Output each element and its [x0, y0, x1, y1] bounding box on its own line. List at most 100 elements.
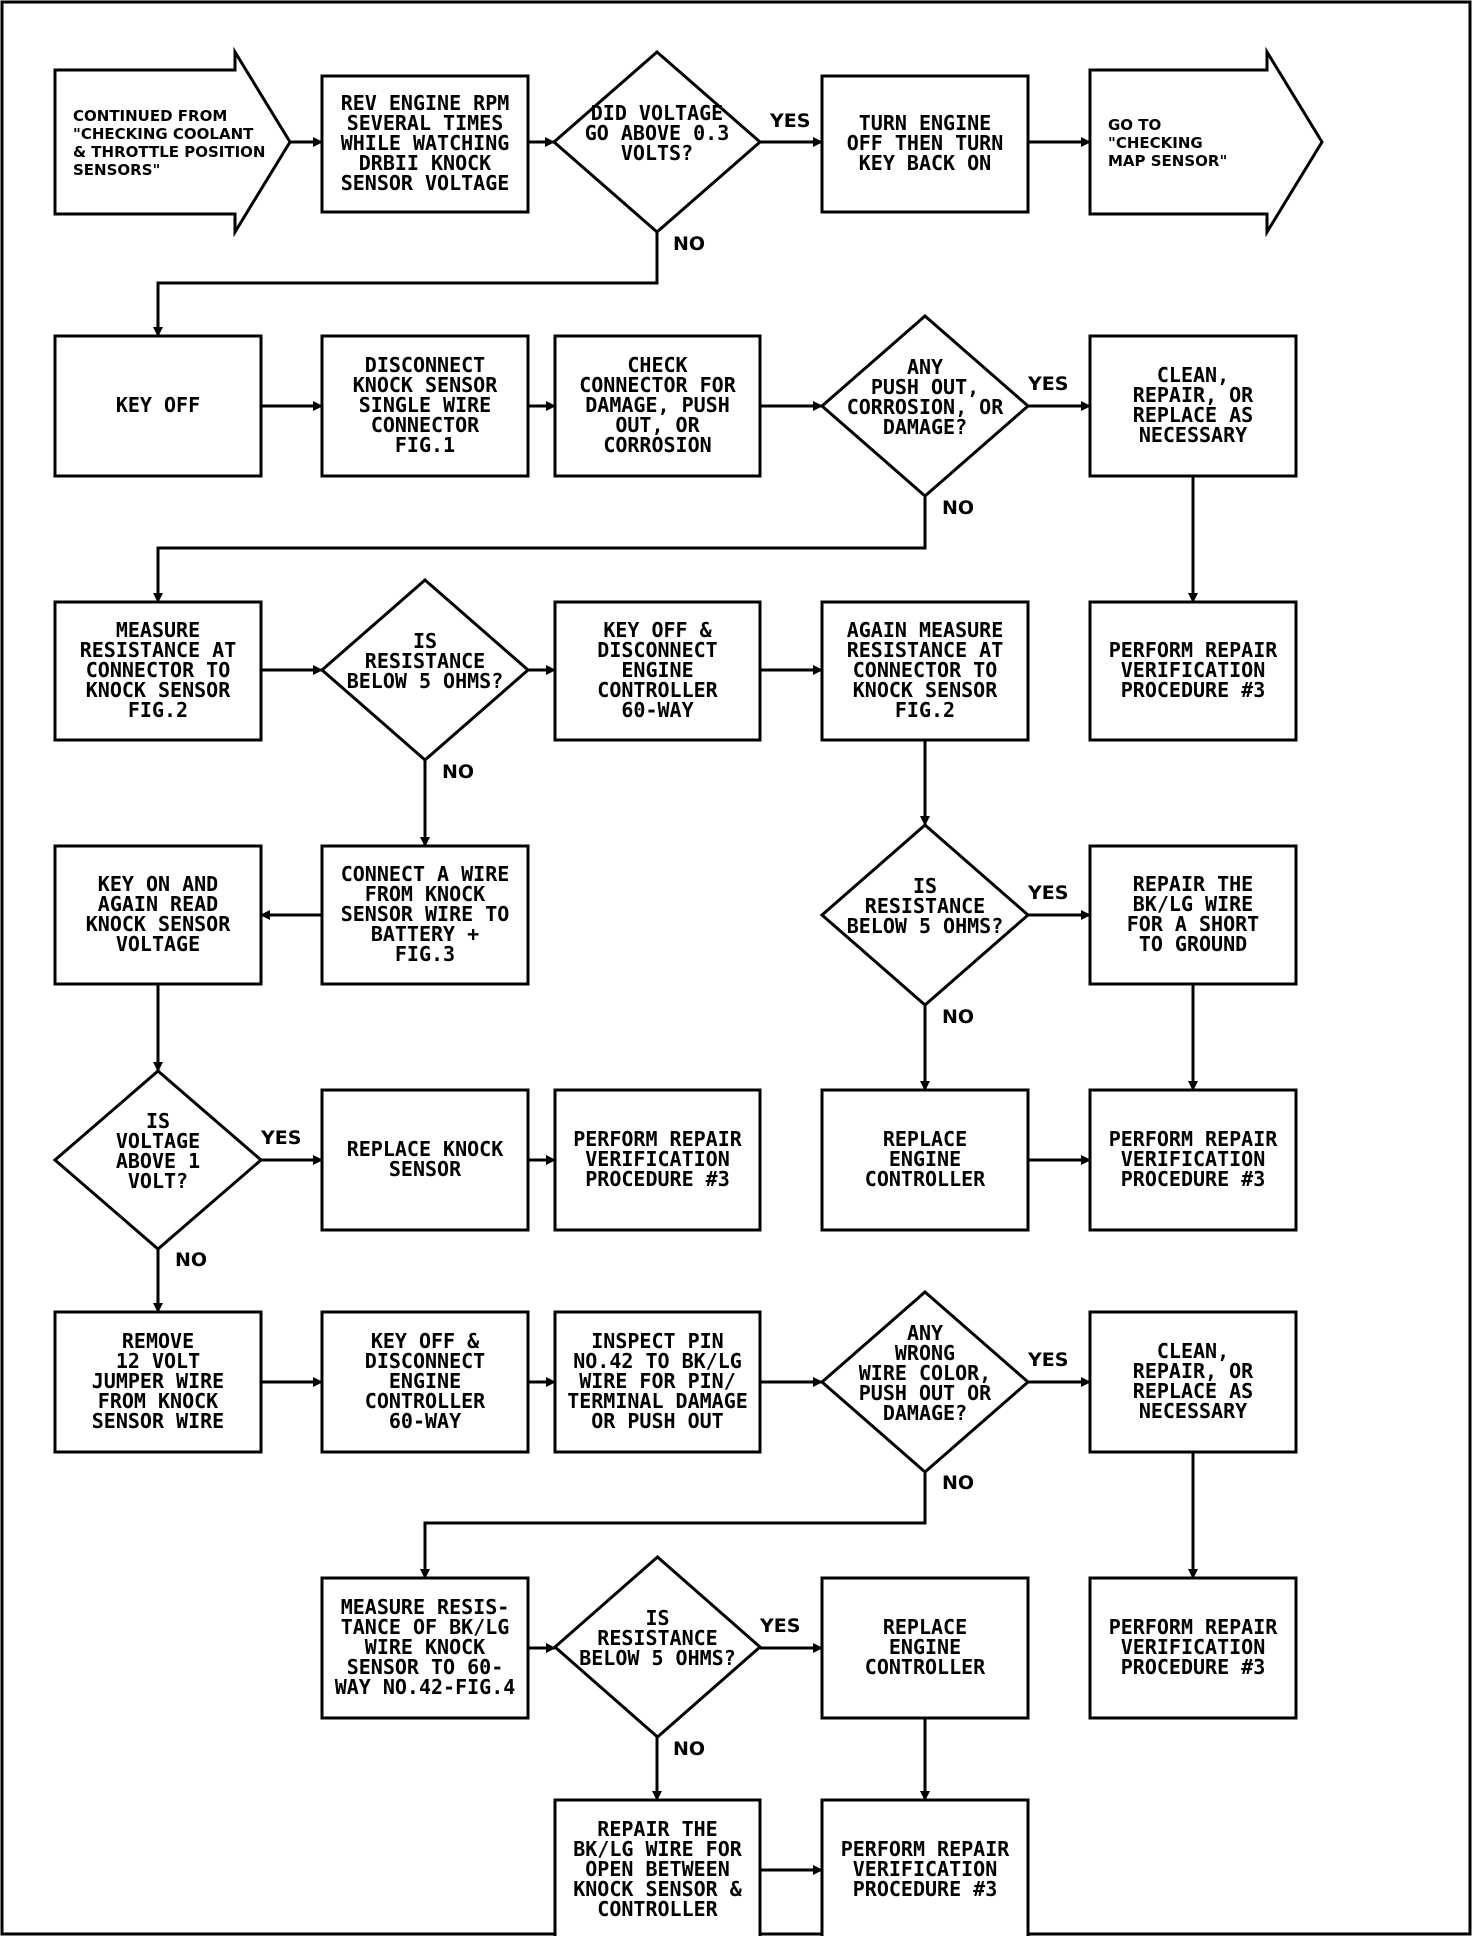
node-text-line: & THROTTLE POSITION: [73, 143, 265, 161]
node-text-line: SENSORS": [73, 161, 160, 179]
node-text-line: BELOW 5 OHMS?: [847, 914, 1004, 938]
node-n_keyoff: KEY OFF: [53, 334, 263, 478]
node-text-line: TANCE OF BK/LG: [341, 1615, 510, 1639]
node-text-line: CONTROLLER: [597, 678, 718, 702]
node-text-line: DISCONNECT: [597, 638, 717, 662]
node-text-line: PROCEDURE #3: [1121, 1167, 1266, 1191]
process-box: [53, 1310, 263, 1454]
node-text-line: PROCEDURE #3: [1121, 1655, 1266, 1679]
node-text-line: CLEAN,: [1157, 1339, 1229, 1363]
process-box: [553, 600, 762, 742]
edge-label-yes: YES: [1027, 1349, 1068, 1371]
connector-d_push-to-n_meas1: [153, 496, 927, 603]
node-text-line: FIG.2: [128, 698, 188, 722]
node-text-line: REPAIR, OR: [1133, 383, 1254, 407]
edge-label-no: NO: [673, 1738, 705, 1760]
node-text-line: KNOCK SENSOR: [86, 912, 231, 936]
block-arrow: [1088, 46, 1324, 238]
decision-diamond: [52, 1069, 264, 1251]
node-text-line: REPLACE KNOCK: [347, 1137, 504, 1161]
edge-label-yes: YES: [1027, 373, 1068, 395]
decision-diamond: [552, 1555, 763, 1739]
node-text-line: VERIFICATION: [585, 1147, 730, 1171]
process-box: [320, 1576, 530, 1720]
node-text-line: BK/LG WIRE FOR: [573, 1837, 743, 1861]
node-text-line: KEY ON AND: [98, 872, 218, 896]
node-text-line: 12 VOLT: [116, 1349, 200, 1373]
node-n_cont: CONTINUED FROM"CHECKING COOLANT& THROTTL…: [53, 46, 292, 238]
node-text-line: DID VOLTAGE: [591, 101, 723, 125]
node-text-line: REPLACE: [883, 1127, 967, 1151]
node-text-line: SENSOR: [389, 1157, 462, 1181]
node-text-line: CONTINUED FROM: [73, 107, 227, 125]
node-text-line: CONNECTOR TO: [86, 658, 231, 682]
node-text-line: OUT, OR: [615, 413, 700, 437]
node-text-line: VERIFICATION: [1121, 1635, 1266, 1659]
node-text-line: NO.42 TO BK/LG: [573, 1349, 742, 1373]
process-box: [820, 600, 1030, 742]
node-text-line: BK/LG WIRE: [1133, 892, 1253, 916]
node-text-line: BELOW 5 OHMS?: [347, 669, 504, 693]
node-text-line: INSPECT PIN: [591, 1329, 723, 1353]
node-text-line: PROCEDURE #3: [585, 1167, 730, 1191]
node-text-line: VERIFICATION: [1121, 1147, 1266, 1171]
node-text-line: FOR A SHORT: [1127, 912, 1259, 936]
edge-label-yes: YES: [759, 1615, 800, 1637]
node-text-line: SENSOR VOLTAGE: [341, 171, 510, 195]
node-text-line: TURN ENGINE: [859, 111, 991, 135]
node-text-line: PUSH OUT OR: [859, 1381, 992, 1405]
connector-d_volt03-to-n_keyoff: [153, 232, 659, 337]
process-box: [1088, 1576, 1298, 1720]
node-text-line: CONTROLLER: [865, 1167, 986, 1191]
node-text-line: ANY: [907, 1321, 943, 1345]
node-text-line: WHILE WATCHING: [341, 131, 510, 155]
process-box: [53, 334, 263, 478]
node-text-line: MAP SENSOR": [1108, 152, 1227, 170]
process-box: [320, 1088, 530, 1232]
node-text-line: ENGINE: [389, 1369, 461, 1393]
process-box: [1088, 600, 1298, 742]
edge-label-no: NO: [942, 1472, 974, 1494]
node-text-line: RESISTANCE: [365, 649, 485, 673]
node-text-line: "CHECKING COOLANT: [73, 125, 254, 143]
node-text-line: NECESSARY: [1139, 1399, 1247, 1423]
node-text-line: REPAIR THE: [597, 1817, 717, 1841]
node-text-line: REPLACE AS: [1133, 1379, 1253, 1403]
node-text-line: REPAIR THE: [1133, 872, 1253, 896]
node-text-line: JUMPER WIRE: [92, 1369, 224, 1393]
node-text-line: VOLTAGE: [116, 1129, 200, 1153]
node-text-line: SENSOR TO 60-: [347, 1655, 504, 1679]
node-text-line: OFF THEN TURN: [847, 131, 1004, 155]
edge-label-yes: YES: [1027, 882, 1068, 904]
node-text-line: CONNECTOR: [371, 413, 480, 437]
decision-diamond: [551, 50, 763, 234]
node-text-line: REPLACE AS: [1133, 403, 1253, 427]
process-box: [820, 74, 1030, 214]
edge-label-no: NO: [942, 497, 974, 519]
process-box: [320, 844, 530, 986]
node-text-line: VOLTS?: [621, 141, 693, 165]
edge-label-yes: YES: [769, 110, 810, 132]
node-text-line: TERMINAL DAMAGE: [567, 1389, 748, 1413]
node-text-line: ENGINE: [889, 1635, 961, 1659]
decision-diamond: [319, 578, 531, 762]
node-text-line: REPLACE: [883, 1615, 967, 1639]
node-text-line: GO ABOVE 0.3: [585, 121, 730, 145]
